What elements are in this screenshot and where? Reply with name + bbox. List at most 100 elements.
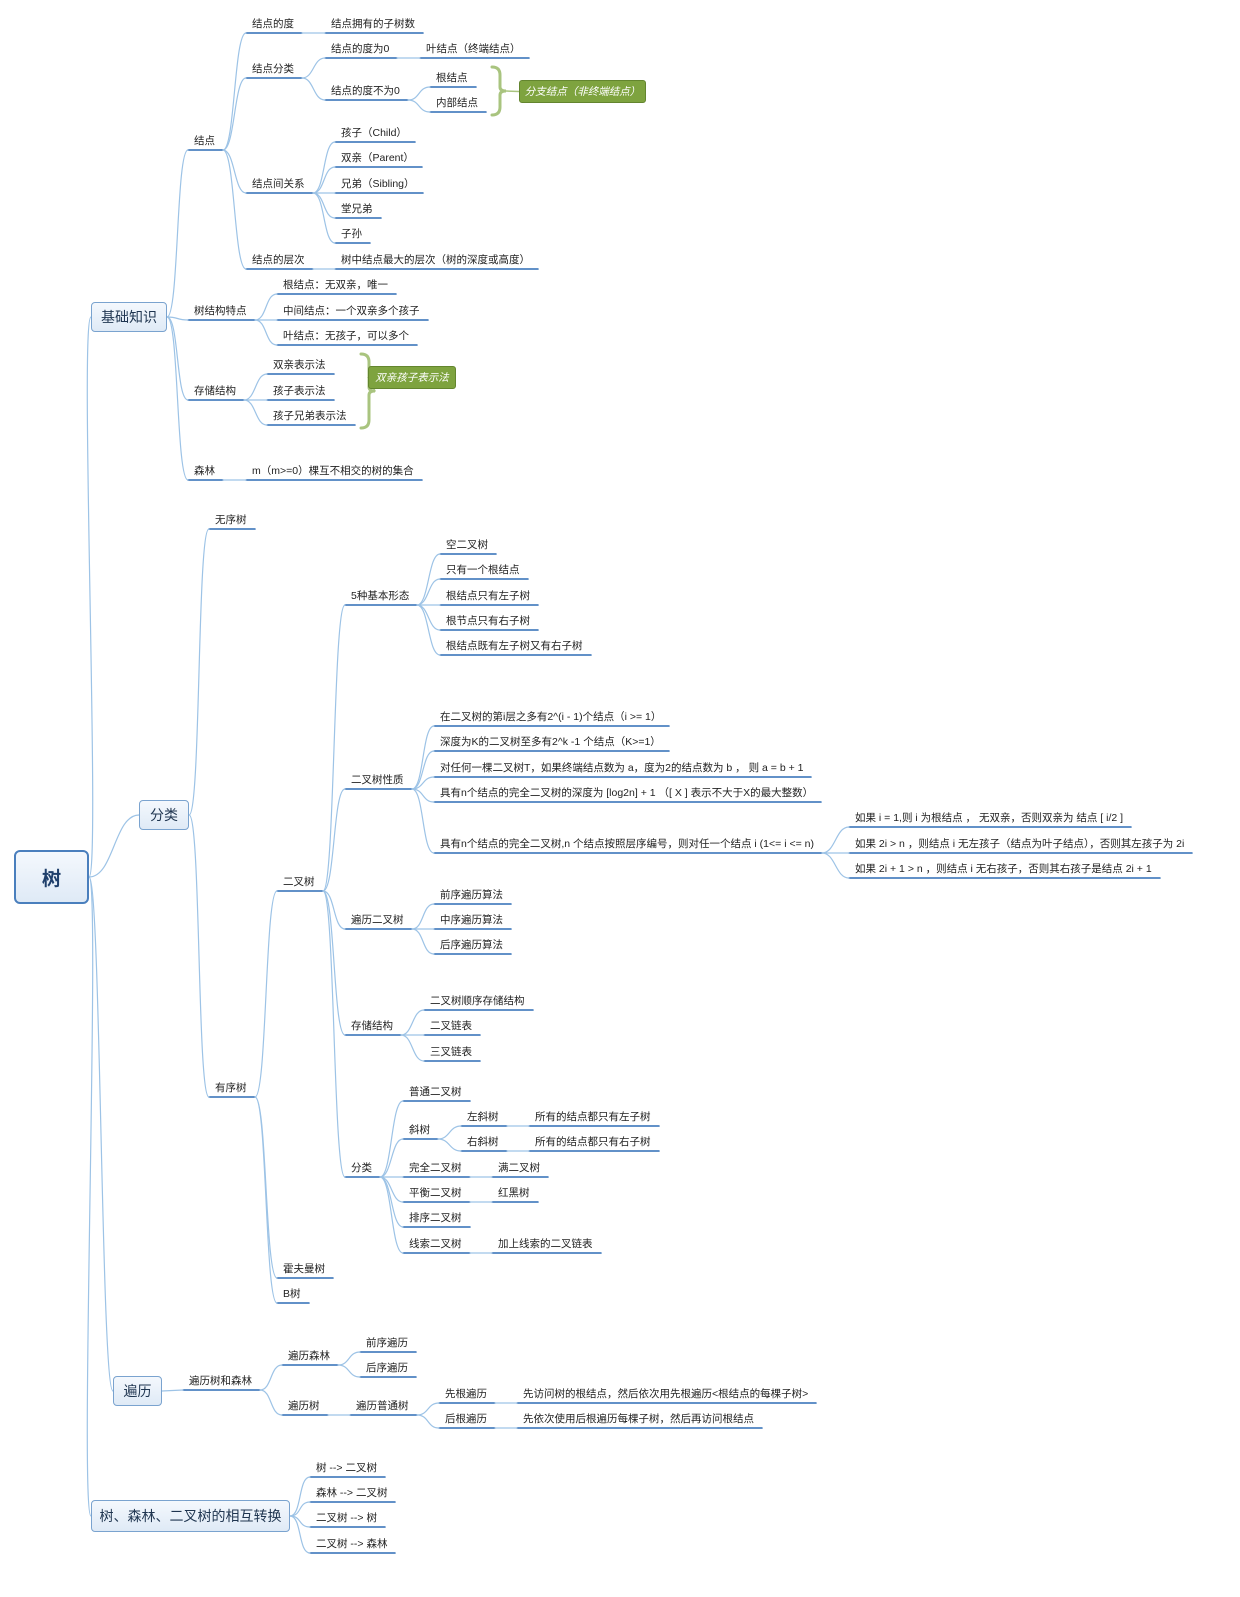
node-bstore[interactable]: 存储结构 bbox=[351, 1020, 393, 1032]
node-storage-child[interactable]: 孩子表示法 bbox=[273, 385, 326, 397]
node-forms[interactable]: 5种基本形态 bbox=[351, 590, 410, 602]
root-node[interactable]: 树 bbox=[14, 850, 89, 904]
node-level-desc[interactable]: 树中结点最大的层次（树的深度或高度） bbox=[341, 254, 530, 266]
node-traverse2[interactable]: 中序遍历算法 bbox=[440, 914, 503, 926]
node-props[interactable]: 二叉树性质 bbox=[351, 774, 404, 786]
node-prop5c[interactable]: 如果 2i + 1 > n ，则结点 i 无右孩子，否则其右孩子是结点 2i +… bbox=[855, 863, 1152, 875]
node-huffman[interactable]: 霍夫曼树 bbox=[283, 1263, 325, 1275]
node-thread-desc[interactable]: 加上线索的二叉链表 bbox=[498, 1238, 593, 1250]
node-cousin[interactable]: 堂兄弟 bbox=[341, 203, 373, 215]
node-form4[interactable]: 根节点只有右子树 bbox=[446, 615, 530, 627]
node-relations[interactable]: 结点间关系 bbox=[252, 178, 305, 190]
node-prop1[interactable]: 在二叉树的第i层之多有2^(i - 1)个结点（i >= 1） bbox=[440, 711, 662, 723]
connector-line bbox=[437, 1125, 462, 1140]
node-feature-root[interactable]: 根结点：无双亲，唯一 bbox=[283, 279, 388, 291]
node-btype[interactable]: 分类 bbox=[351, 1162, 372, 1174]
node-bstore1[interactable]: 二叉树顺序存储结构 bbox=[430, 995, 525, 1007]
node-level[interactable]: 结点的层次 bbox=[252, 254, 305, 266]
node-prop3[interactable]: 对任何一棵二叉树T，如果终端结点数为 a，度为2的结点数为 b ， 则 a = … bbox=[440, 762, 804, 774]
node-conv1[interactable]: 树 --> 二叉树 bbox=[316, 1462, 377, 1474]
callout-storage[interactable]: 双亲孩子表示法 bbox=[368, 366, 456, 389]
node-form1[interactable]: 空二叉树 bbox=[446, 539, 488, 551]
node-traverse-normal[interactable]: 遍历普通树 bbox=[356, 1400, 409, 1412]
node-first-root-desc[interactable]: 先访问树的根结点，然后依次用先根遍历<根结点的每棵子树> bbox=[523, 1388, 809, 1400]
node-traverse-tree[interactable]: 遍历树 bbox=[288, 1400, 320, 1412]
node-prop4[interactable]: 具有n个结点的完全二叉树的深度为 [log2n] + 1 （[ X ] 表示不大… bbox=[440, 787, 814, 799]
node-btree[interactable]: B树 bbox=[283, 1288, 301, 1300]
callout-branch[interactable]: 分支结点（非终端结点） bbox=[519, 80, 646, 103]
node-traverse-forest[interactable]: 遍历森林 bbox=[288, 1350, 330, 1362]
node-bstore2[interactable]: 二叉链表 bbox=[430, 1020, 472, 1032]
node-node[interactable]: 结点 bbox=[194, 135, 215, 147]
node-internal[interactable]: 内部结点 bbox=[436, 97, 478, 109]
section-basics[interactable]: 基础知识 bbox=[91, 302, 167, 332]
node-skew[interactable]: 斜树 bbox=[409, 1124, 430, 1136]
node-descendant[interactable]: 子孙 bbox=[341, 228, 362, 240]
node-features[interactable]: 树结构特点 bbox=[194, 305, 247, 317]
node-forest-pre[interactable]: 前序遍历 bbox=[366, 1337, 408, 1349]
section-conversion[interactable]: 树、森林、二叉树的相互转换 bbox=[91, 1500, 290, 1532]
node-complete[interactable]: 完全二叉树 bbox=[409, 1162, 462, 1174]
node-traverse3[interactable]: 后序遍历算法 bbox=[440, 939, 503, 951]
node-left-skew[interactable]: 左斜树 bbox=[467, 1111, 499, 1123]
node-conv3[interactable]: 二叉树 --> 树 bbox=[316, 1512, 377, 1524]
node-traverse-tf[interactable]: 遍历树和森林 bbox=[189, 1375, 252, 1387]
node-balanced[interactable]: 平衡二叉树 bbox=[409, 1187, 462, 1199]
node-first-root[interactable]: 先根遍历 bbox=[445, 1388, 487, 1400]
node-deg-non0[interactable]: 结点的度不为0 bbox=[331, 85, 400, 97]
connector-line bbox=[301, 57, 326, 79]
node-last-root-desc[interactable]: 先依次使用后根遍历每棵子树，然后再访问根结点 bbox=[523, 1413, 754, 1425]
node-root-node[interactable]: 根结点 bbox=[436, 72, 468, 84]
node-feature-leaf[interactable]: 叶结点：无孩子，可以多个 bbox=[283, 330, 409, 342]
connector-line bbox=[88, 814, 140, 878]
connector-line bbox=[222, 149, 247, 194]
section-traversal[interactable]: 遍历 bbox=[113, 1376, 162, 1406]
node-degree[interactable]: 结点的度 bbox=[252, 18, 294, 30]
node-sibling[interactable]: 兄弟（Sibling） bbox=[341, 178, 415, 190]
node-form3[interactable]: 根结点只有左子树 bbox=[446, 590, 530, 602]
node-classification[interactable]: 结点分类 bbox=[252, 63, 294, 75]
node-rbtree[interactable]: 红黑树 bbox=[498, 1187, 530, 1199]
node-right-skew-desc[interactable]: 所有的结点都只有右子树 bbox=[535, 1136, 651, 1148]
connector-line bbox=[411, 928, 435, 955]
node-storage[interactable]: 存储结构 bbox=[194, 385, 236, 397]
node-traverse1[interactable]: 前序遍历算法 bbox=[440, 889, 503, 901]
node-storage-parent[interactable]: 双亲表示法 bbox=[273, 359, 326, 371]
node-last-root[interactable]: 后根遍历 bbox=[445, 1413, 487, 1425]
node-conv4[interactable]: 二叉树 --> 森林 bbox=[316, 1538, 388, 1550]
node-feature-mid[interactable]: 中间结点：一个双亲多个孩子 bbox=[283, 305, 420, 317]
node-degree-desc[interactable]: 结点拥有的子树数 bbox=[331, 18, 415, 30]
node-forest-post[interactable]: 后序遍历 bbox=[366, 1362, 408, 1374]
section-classification[interactable]: 分类 bbox=[139, 800, 189, 830]
node-traverse[interactable]: 遍历二叉树 bbox=[351, 914, 404, 926]
connector-line bbox=[161, 1389, 184, 1392]
node-prop5b[interactable]: 如果 2i > n ，则结点 i 无左孩子（结点为叶子结点），否则其左孩子为 2… bbox=[855, 838, 1185, 850]
node-forest[interactable]: 森林 bbox=[194, 465, 215, 477]
node-normal-bt[interactable]: 普通二叉树 bbox=[409, 1086, 462, 1098]
node-thread[interactable]: 线索二叉树 bbox=[409, 1238, 462, 1250]
node-prop5a[interactable]: 如果 i = 1,则 i 为根结点 ， 无双亲，否则双亲为 结点 [ i/2 ] bbox=[855, 812, 1124, 824]
node-binary[interactable]: 二叉树 bbox=[283, 876, 315, 888]
connector-line bbox=[821, 826, 850, 854]
node-form5[interactable]: 根结点既有左子树又有右子树 bbox=[446, 640, 583, 652]
node-conv2[interactable]: 森林 --> 二叉树 bbox=[316, 1487, 388, 1499]
node-right-skew[interactable]: 右斜树 bbox=[467, 1136, 499, 1148]
node-child[interactable]: 孩子（Child） bbox=[341, 127, 407, 139]
node-ordered[interactable]: 有序树 bbox=[215, 1082, 247, 1094]
node-prop2[interactable]: 深度为K的二叉树至多有2^k -1 个结点（K>=1） bbox=[440, 736, 661, 748]
node-leaf[interactable]: 叶结点（终端结点） bbox=[426, 43, 521, 55]
node-prop5[interactable]: 具有n个结点的完全二叉树,n 个结点按照层序编号，则对任一个结点 i (1<= … bbox=[440, 838, 814, 850]
connector-line bbox=[379, 1176, 404, 1254]
node-parent[interactable]: 双亲（Parent） bbox=[341, 152, 414, 164]
node-forest-desc[interactable]: m（m>=0）棵互不相交的树的集合 bbox=[252, 465, 414, 477]
node-storage-child-sibling[interactable]: 孩子兄弟表示法 bbox=[273, 410, 347, 422]
node-full[interactable]: 满二叉树 bbox=[498, 1162, 540, 1174]
node-sort[interactable]: 排序二叉树 bbox=[409, 1212, 462, 1224]
node-form2[interactable]: 只有一个根结点 bbox=[446, 564, 520, 576]
node-deg0[interactable]: 结点的度为0 bbox=[331, 43, 390, 55]
node-bstore3[interactable]: 三叉链表 bbox=[430, 1046, 472, 1058]
connector-line bbox=[416, 604, 441, 656]
node-unordered[interactable]: 无序树 bbox=[215, 514, 247, 526]
node-left-skew-desc[interactable]: 所有的结点都只有左子树 bbox=[535, 1111, 651, 1123]
connector-line bbox=[289, 1501, 311, 1517]
